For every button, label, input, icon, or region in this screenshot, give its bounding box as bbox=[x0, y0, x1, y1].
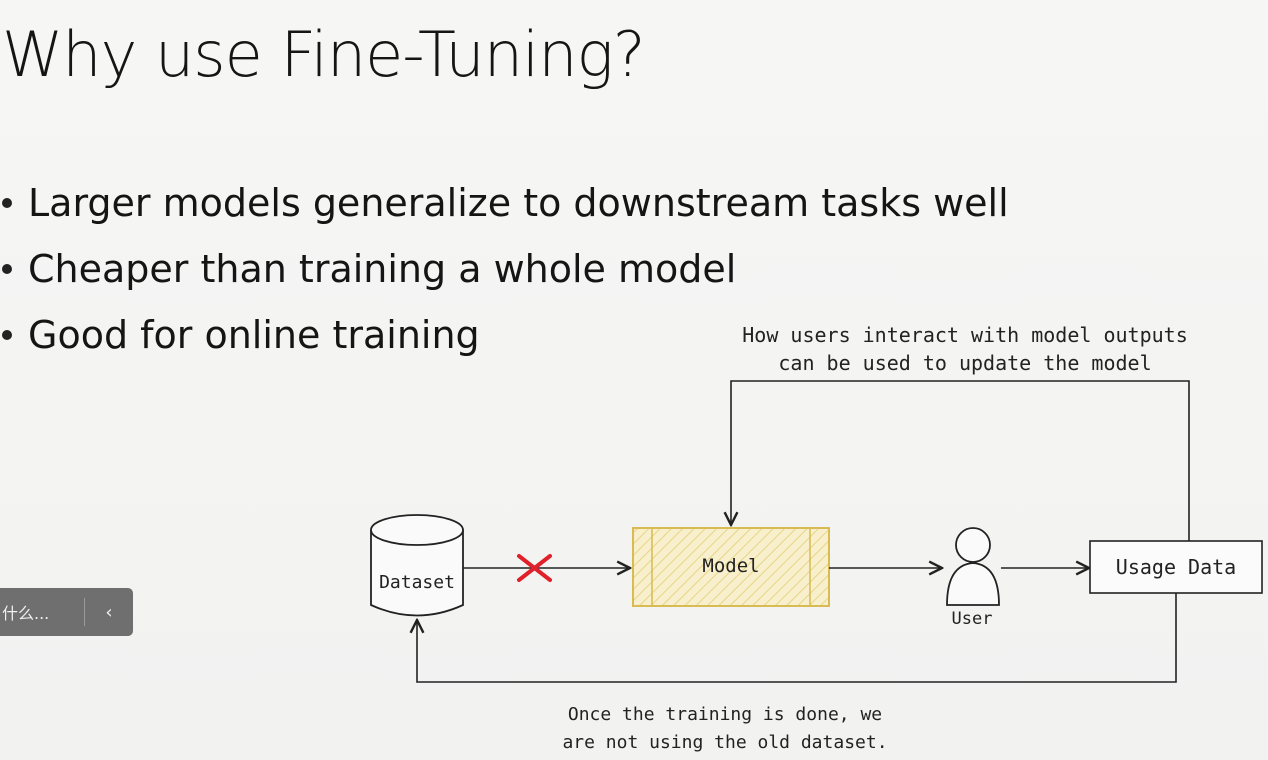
feedback-arrow-top bbox=[731, 380, 1190, 541]
toolbar-divider bbox=[84, 598, 85, 626]
usage-data-label: Usage Data bbox=[1116, 555, 1236, 579]
top-note-line1: How users interact with model outputs bbox=[742, 323, 1188, 347]
dataset-label: Dataset bbox=[379, 572, 455, 593]
slide-title: Why use Fine-Tuning? bbox=[2, 18, 646, 91]
bullet-text: Larger models generalize to downstream t… bbox=[28, 181, 1009, 225]
bullet-item: Good for online training bbox=[0, 302, 1009, 368]
user-icon bbox=[946, 527, 1000, 606]
model-box bbox=[632, 527, 830, 607]
bullet-dot-icon bbox=[2, 330, 12, 340]
bullet-text: Good for online training bbox=[28, 313, 480, 357]
usage-data-box bbox=[1089, 540, 1263, 594]
top-note-line2: can be used to update the model bbox=[778, 351, 1151, 375]
bullet-dot-icon bbox=[2, 198, 12, 208]
bullet-dot-icon bbox=[2, 264, 12, 274]
floating-search-toolbar: 什么... ‹ bbox=[0, 588, 133, 636]
chevron-left-icon[interactable]: ‹ bbox=[105, 601, 113, 623]
model-label: Model bbox=[702, 555, 759, 577]
bottom-note-line2: are not using the old dataset. bbox=[562, 732, 887, 753]
user-label: User bbox=[952, 609, 993, 629]
cross-icon bbox=[517, 554, 552, 582]
bullet-text: Cheaper than training a whole model bbox=[28, 247, 737, 291]
bullet-item: Cheaper than training a whole model bbox=[0, 236, 1009, 302]
dataset-cylinder-icon bbox=[370, 514, 464, 617]
bullet-list: Larger models generalize to downstream t… bbox=[0, 170, 1009, 368]
search-text[interactable]: 什么... bbox=[2, 604, 50, 623]
feedback-arrow-bottom bbox=[417, 593, 1177, 683]
bullet-item: Larger models generalize to downstream t… bbox=[0, 170, 1009, 236]
bottom-note-line1: Once the training is done, we bbox=[568, 704, 882, 725]
